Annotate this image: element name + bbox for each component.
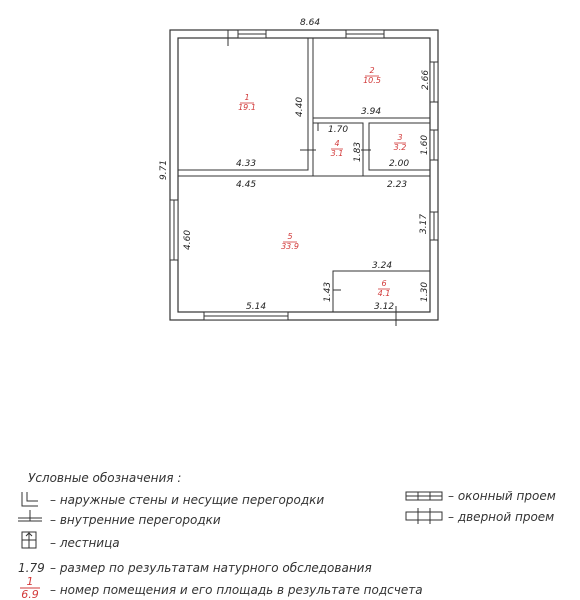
room-number: 2 (369, 66, 374, 75)
room-number: 3 (397, 133, 402, 142)
dim-room5-bottom-width: 5.14 (246, 302, 266, 312)
room-label-2: 2 10.5 (363, 66, 381, 85)
internal-partition-icon (18, 510, 42, 522)
dim-room3-height: 1.60 (420, 135, 430, 155)
windows (169, 29, 439, 321)
dim-room6-height: 1.30 (420, 282, 430, 302)
dim-room1-height: 4.40 (295, 97, 305, 117)
dim-room2-height: 2.66 (421, 70, 431, 90)
dim-room5-height: 4.60 (183, 230, 193, 250)
room-number: 6 (381, 279, 386, 288)
interior-partitions (177, 37, 431, 313)
dim-room5-mid-width: 3.24 (372, 261, 392, 271)
legend: Условные обозначения : – наружные стены … (18, 471, 556, 600)
legend-room-text: – номер помещения и его площадь в резуль… (50, 583, 423, 597)
stairs-icon (21, 531, 37, 549)
dim-top-width: 8.64 (300, 18, 320, 28)
legend-door: – дверной проем (448, 510, 554, 524)
dim-hall-top-left: 4.45 (236, 180, 256, 190)
dim-left-height: 9.71 (159, 160, 169, 180)
legend-dimension-text: – размер по результатам натурного обслед… (50, 561, 372, 575)
room-area: 3.2 (394, 143, 407, 152)
room-number: 5 (287, 232, 292, 241)
room-label-6: 6 4.1 (378, 279, 391, 298)
dim-room5-right-height: 3.17 (419, 214, 429, 234)
legend-sample-room-area: 6.9 (21, 588, 39, 600)
external-wall-icon (21, 492, 38, 507)
room-label-4: 4 3.1 (331, 139, 344, 158)
room-label-3: 3 3.2 (394, 133, 407, 152)
legend-stairs: – лестница (50, 536, 120, 550)
exterior-walls (169, 29, 439, 321)
room-area: 10.5 (363, 76, 381, 85)
room-area: 4.1 (378, 289, 391, 298)
dim-room1-width: 4.33 (236, 159, 256, 169)
room-number: 4 (334, 139, 339, 148)
room-area: 19.1 (238, 103, 256, 112)
room-area: 3.1 (331, 149, 344, 158)
dim-room4-height: 1.83 (353, 142, 363, 162)
dim-room6-width: 3.12 (374, 302, 394, 312)
legend-title: Условные обозначения : (28, 471, 181, 485)
legend-sample-room-number: 1 (27, 575, 34, 588)
dim-room6-left-height: 1.43 (323, 282, 333, 302)
room-label-5: 5 33.9 (281, 232, 299, 251)
door-icon (405, 508, 443, 524)
room-label-1: 1 19.1 (238, 93, 256, 112)
room-number: 1 (244, 93, 249, 102)
legend-sample-dimension: 1.79 (18, 561, 45, 575)
room-area: 33.9 (281, 242, 299, 251)
dim-hall-top-right: 2.23 (387, 180, 407, 190)
legend-window: – оконный проем (448, 489, 556, 503)
legend-internal-partitions: – внутренние перегородки (50, 513, 221, 527)
doors (227, 30, 410, 326)
dim-room2-width: 3.94 (361, 107, 381, 117)
legend-external-walls: – наружные стены и несущие перегородки (50, 493, 324, 507)
dim-room4-width: 1.70 (328, 125, 348, 135)
dim-room3-width: 2.00 (389, 159, 409, 169)
window-icon (405, 491, 443, 501)
